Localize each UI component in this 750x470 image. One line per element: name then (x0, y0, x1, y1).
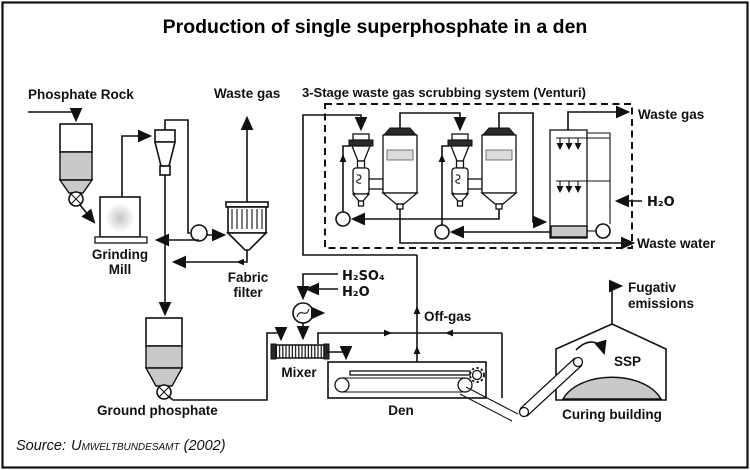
rotary-valve-icon (156, 384, 172, 400)
pipe-sep1-to-venturi2 (399, 112, 467, 132)
label-h2o-mixer: H₂O (342, 285, 370, 300)
ssp-pile (561, 376, 663, 400)
arrow-ssp-drop (575, 339, 607, 356)
pipe-pump1-to-venturi1 (339, 145, 350, 212)
pipe-mixer-offgas (317, 329, 417, 344)
label-curing-building: Curing building (562, 407, 662, 422)
pipe-mill-to-cyclone (121, 129, 153, 197)
source-caption: Source: Umweltbundesamt (2002) (16, 438, 226, 454)
scrubber-boundary (324, 103, 633, 249)
label-waste-gas-out: Waste gas (638, 107, 704, 122)
filter-bags (231, 209, 263, 229)
pipe-pump2-to-venturi2 (438, 145, 449, 225)
transfer-chute (459, 386, 519, 422)
pipe-fugitive-vent (608, 279, 624, 324)
pump-stage-3 (595, 223, 611, 239)
spray-column (549, 129, 611, 239)
rotary-valve-icon (68, 191, 84, 207)
grinding-mill (94, 196, 148, 244)
pump-stage-1 (335, 211, 351, 227)
phosphate-rock-feed-line (28, 107, 83, 123)
den-conveyor (327, 361, 487, 399)
pipe-offgas-riser (302, 114, 421, 362)
acid-feed-lines (296, 273, 338, 301)
fan-icon (190, 224, 208, 242)
label-ground-phosphate: Ground phosphate (97, 403, 218, 418)
separator-stage-1 (368, 127, 419, 210)
pipe-filter-dust (171, 250, 248, 269)
label-grinding-mill-1: Grinding (92, 247, 148, 262)
label-den: Den (388, 403, 414, 418)
mixer (270, 343, 330, 360)
pipe-waste-water (399, 209, 636, 250)
pipe-cyclone-to-fan (164, 119, 190, 234)
separator-stage-2 (467, 127, 518, 210)
ground-phosphate-silo (144, 317, 184, 400)
inclined-conveyor (518, 356, 584, 418)
spray-header-upper (556, 137, 610, 150)
pipe-sep2-to-column (498, 112, 548, 229)
label-scrubber-title: 3-Stage waste gas scrubbing system (Vent… (302, 85, 586, 100)
pipe-ground-phosphate-to-mixer (167, 326, 288, 401)
pipe-sep2-to-pump1 (350, 209, 500, 226)
label-off-gas: Off-gas (424, 309, 471, 324)
label-waste-water: Waste water (637, 236, 716, 251)
pipe-mixer-to-den (326, 345, 353, 361)
label-mixer: Mixer (281, 365, 317, 380)
source-reference: Umweltbundesamt (2002) (71, 438, 226, 454)
label-ssp: SSP (614, 354, 641, 369)
label-fabric-filter-2: filter (233, 285, 263, 300)
page-title: Production of single superphosphate in a… (163, 16, 588, 38)
fabric-filter (225, 201, 269, 251)
label-h2so4: H₂SO₄ (342, 269, 385, 284)
pipe-waste-gas-out (567, 105, 631, 130)
pump-stage-2 (434, 224, 450, 240)
label-waste-gas-filter: Waste gas (214, 86, 280, 101)
phosphate-rock-hopper (58, 123, 96, 224)
label-fabric-filter-1: Fabric (228, 270, 269, 285)
label-fugitive-1: Fugativ (628, 280, 676, 295)
source-prefix: Source: (16, 438, 66, 454)
venturi-stage-2 (447, 133, 473, 207)
label-phosphate-rock: Phosphate Rock (28, 87, 134, 102)
spray-header-lower (556, 180, 610, 193)
label-h2o-scrubber: H₂O (647, 195, 675, 210)
pipe-curing-offgas (417, 329, 503, 398)
label-fugitive-2: emissions (628, 296, 694, 311)
label-grinding-mill-2: Mill (109, 262, 132, 277)
cutter-wheel-icon (469, 367, 485, 383)
